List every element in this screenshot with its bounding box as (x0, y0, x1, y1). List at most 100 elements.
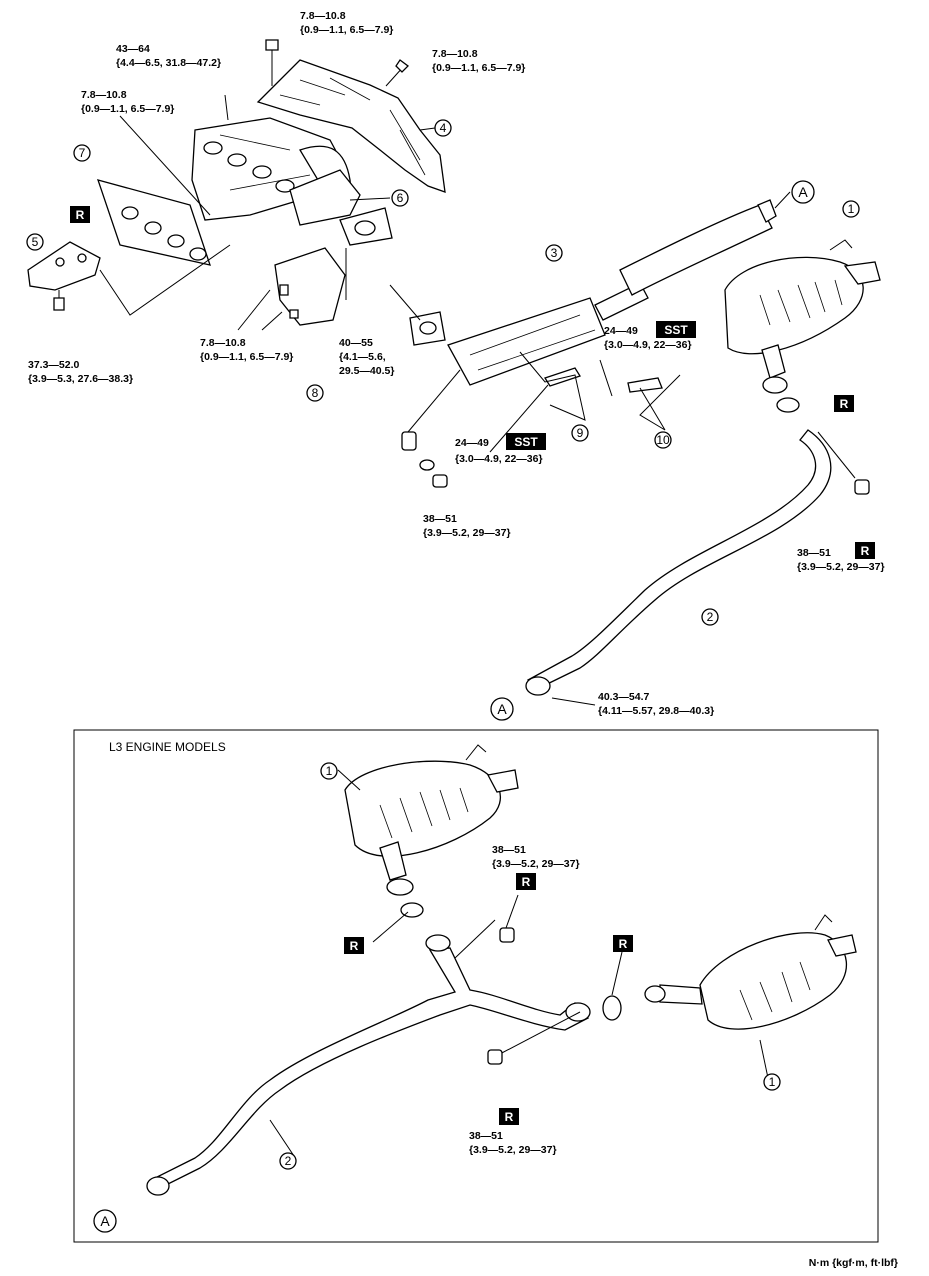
svg-text:A: A (100, 1213, 110, 1229)
svg-text:1: 1 (848, 202, 855, 216)
converter-gasket (339, 207, 393, 246)
lower-bracket (274, 247, 347, 326)
flange-nuts (401, 369, 461, 488)
svg-text:R: R (861, 544, 870, 558)
r-tag-nut-upper: R (855, 542, 875, 559)
callout-1-inset-bottom: 1 (763, 1073, 781, 1091)
svg-text:38—51: 38—51 (797, 547, 831, 559)
callout-8: 8 (306, 384, 324, 402)
svg-text:7.8—10.8: 7.8—10.8 (200, 337, 246, 349)
svg-text:{0.9—1.1, 6.5—7.9}: {0.9—1.1, 6.5—7.9} (200, 351, 293, 363)
sst-tag-rear-sensor: SST (656, 321, 696, 338)
svg-text:43—64: 43—64 (116, 43, 150, 55)
r-tag-inset-nut-bottom: R (499, 1108, 519, 1125)
inset-muffler-right (602, 914, 857, 1030)
svg-text:1: 1 (326, 764, 333, 778)
svg-text:R: R (505, 1110, 514, 1124)
svg-text:{3.9—5.3, 27.6—38.3}: {3.9—5.3, 27.6—38.3} (28, 373, 133, 385)
svg-text:{4.4—6.5, 31.8—47.2}: {4.4—6.5, 31.8—47.2} (116, 57, 221, 69)
callout-7: 7 (73, 144, 91, 162)
svg-text:24—49: 24—49 (604, 325, 638, 337)
callout-3: 3 (545, 244, 563, 262)
svg-text:{0.9—1.1, 6.5—7.9}: {0.9—1.1, 6.5—7.9} (81, 103, 174, 115)
svg-text:SST: SST (514, 435, 538, 449)
svg-text:38—51: 38—51 (469, 1130, 503, 1142)
svg-text:R: R (76, 208, 85, 222)
heat-insulator (256, 39, 446, 193)
torque-sensor-front: 24—49 {3.0—4.9, 22—36} (455, 437, 543, 465)
torque-left-bolt: 7.8—10.8 {0.9—1.1, 6.5—7.9} (81, 89, 174, 115)
svg-text:6: 6 (397, 191, 404, 205)
svg-text:R: R (522, 875, 531, 889)
svg-text:29.5—40.5}: 29.5—40.5} (339, 365, 394, 377)
torque-top-right-bolt: 7.8—10.8 {0.9—1.1, 6.5—7.9} (432, 48, 525, 74)
r-tag-inset-nut-top: R (516, 873, 536, 890)
callout-10: 10 (654, 431, 672, 449)
main-silencer (724, 239, 881, 413)
sst-tag-front-sensor: SST (506, 433, 546, 450)
svg-text:SST: SST (664, 323, 688, 337)
leader-lines (119, 94, 613, 706)
r-tag-inset-ring-left: R (344, 937, 364, 954)
mark-a-top: A (791, 180, 815, 204)
svg-text:37.3—52.0: 37.3—52.0 (28, 359, 80, 371)
svg-text:{3.9—5.2, 29—37}: {3.9—5.2, 29—37} (492, 858, 580, 870)
svg-text:38—51: 38—51 (492, 844, 526, 856)
svg-text:7: 7 (79, 146, 86, 160)
svg-text:R: R (350, 939, 359, 953)
svg-text:A: A (497, 701, 507, 717)
torque-inset-nut-bottom: 38—51 {3.9—5.2, 29—37} (469, 1130, 557, 1156)
torque-pipe-joint: 40.3—54.7 {4.11—5.57, 29.8—40.3} (598, 691, 714, 717)
svg-text:1: 1 (769, 1075, 776, 1089)
front-pipe-converter (447, 191, 791, 386)
svg-text:7.8—10.8: 7.8—10.8 (432, 48, 478, 60)
svg-text:24—49: 24—49 (455, 437, 489, 449)
callout-2: 2 (701, 608, 719, 626)
torque-inset-nut-top: 38—51 {3.9—5.2, 29—37} (492, 844, 580, 870)
torque-stud-bolt: 40—55 {4.1—5.6, 29.5—40.5} (339, 337, 394, 377)
svg-text:{3.9—5.2, 29—37}: {3.9—5.2, 29—37} (469, 1144, 557, 1156)
svg-text:2: 2 (285, 1154, 292, 1168)
unit-note: N·m {kgf·m, ft·lbf} (809, 1257, 898, 1269)
svg-text:40—55: 40—55 (339, 337, 373, 349)
svg-text:R: R (840, 397, 849, 411)
callout-1: 1 (842, 200, 860, 218)
svg-text:{0.9—1.1, 6.5—7.9}: {0.9—1.1, 6.5—7.9} (300, 24, 393, 36)
inset-y-pipe (146, 894, 591, 1196)
svg-text:{3.0—4.9, 22—36}: {3.0—4.9, 22—36} (604, 339, 692, 351)
svg-text:5: 5 (32, 235, 39, 249)
callout-6: 6 (391, 189, 409, 207)
callout-4: 4 (434, 119, 452, 137)
svg-text:10: 10 (656, 433, 670, 447)
svg-text:8: 8 (312, 386, 319, 400)
inset-title: L3 ENGINE MODELS (109, 740, 226, 754)
torque-lower-bolt: 7.8—10.8 {0.9—1.1, 6.5—7.9} (200, 337, 293, 363)
manifold-gasket (96, 179, 211, 266)
svg-text:7.8—10.8: 7.8—10.8 (300, 10, 346, 22)
svg-text:{3.0—4.9, 22—36}: {3.0—4.9, 22—36} (455, 453, 543, 465)
r-tag-inset-ring-right: R (613, 935, 633, 952)
r-tag-ring-upper: R (834, 395, 854, 412)
svg-text:2: 2 (707, 610, 714, 624)
torque-sensor-rear: 24—49 {3.0—4.9, 22—36} (604, 325, 692, 351)
svg-text:{3.9—5.2, 29—37}: {3.9—5.2, 29—37} (423, 527, 511, 539)
exhaust-manifold (191, 117, 361, 226)
torque-bracket-bolt: 37.3—52.0 {3.9—5.3, 27.6—38.3} (28, 359, 133, 385)
svg-text:{4.1—5.6,: {4.1—5.6, (339, 351, 386, 363)
callout-9: 9 (571, 424, 589, 442)
svg-text:40.3—54.7: 40.3—54.7 (598, 691, 650, 703)
inset-leaders (269, 769, 769, 1157)
torque-top-bolt: 7.8—10.8 {0.9—1.1, 6.5—7.9} (300, 10, 393, 36)
svg-text:7.8—10.8: 7.8—10.8 (81, 89, 127, 101)
r-tag-gasket: R (70, 206, 90, 223)
svg-text:{0.9—1.1, 6.5—7.9}: {0.9—1.1, 6.5—7.9} (432, 62, 525, 74)
svg-text:38—51: 38—51 (423, 513, 457, 525)
torque-rear-nut: 38—51 {3.9—5.2, 29—37} (797, 547, 885, 573)
callout-2-inset: 2 (279, 1152, 297, 1170)
svg-text:9: 9 (577, 426, 584, 440)
callout-1-inset-top: 1 (320, 762, 338, 780)
front-flange (389, 284, 446, 346)
svg-text:R: R (619, 937, 628, 951)
inset-frame (73, 729, 879, 1243)
